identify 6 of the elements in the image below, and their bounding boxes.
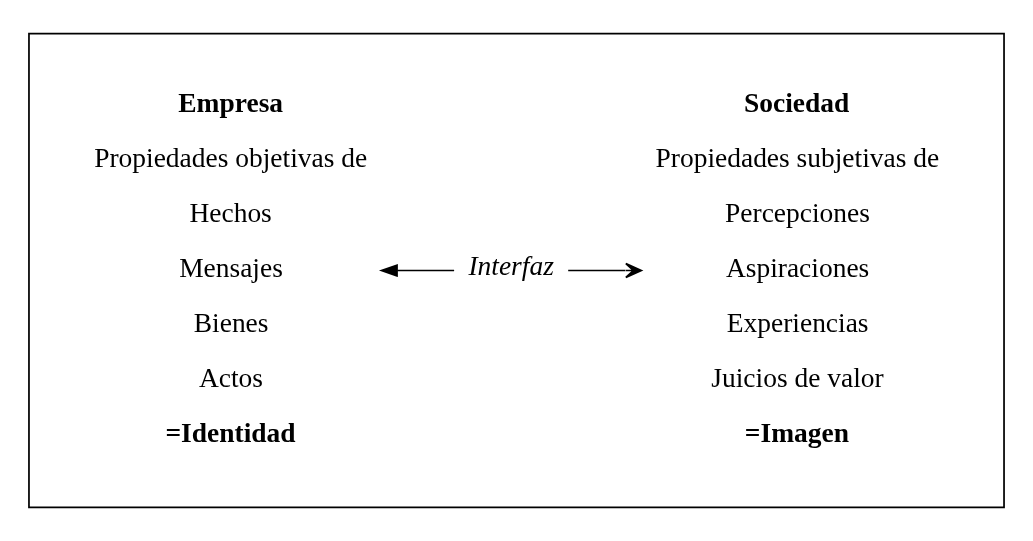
node-text: Sociedad Propiedades subjetivas de Percepciones Aspiraciones Experiencias Juicios de valor =Imagen [655, 88, 940, 448]
arrow [567, 262, 643, 279]
arrow [378, 263, 455, 278]
cluster [28, 32, 1005, 509]
node-text: Empresa Propiedades objetivas de Hechos Mensajes Bienes Actos =Identidad [94, 88, 368, 448]
node-text: Interfaz [468, 251, 554, 282]
